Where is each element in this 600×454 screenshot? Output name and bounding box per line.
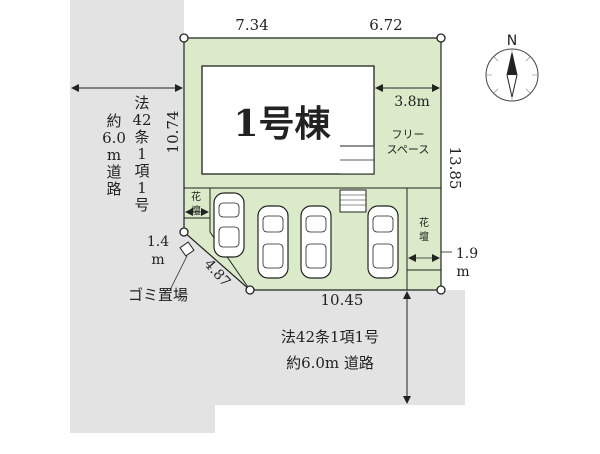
dim-flowerbed-right-1: 1.9: [456, 246, 478, 262]
dim-flowerbed-left-2: m: [151, 252, 164, 268]
building-label: 1号棟: [233, 103, 331, 145]
west-road-char: 42: [132, 111, 151, 129]
west-road-char: 項: [134, 162, 149, 180]
dim-flowerbed-right-2: m: [456, 264, 469, 280]
stairs: [339, 189, 367, 213]
free-space-label-1: フリー: [392, 128, 425, 141]
dim-bottom: 10.45: [321, 291, 364, 309]
free-space-label-2: スペース: [387, 143, 430, 156]
west-road-char: 路: [106, 180, 121, 198]
west-road-char: m: [107, 146, 121, 164]
west-road-char: 6.0: [102, 129, 126, 147]
south-road-label-2: 約6.0m 道路: [286, 354, 374, 372]
car-3: [300, 205, 332, 279]
flowerbed-left-label-1: 花: [191, 190, 201, 203]
flowerbed-right-label-1: 花: [419, 216, 429, 229]
dim-left: 10.74: [164, 111, 182, 154]
dim-top-left: 7.34: [235, 16, 268, 34]
west-road-char: 1: [137, 179, 147, 197]
west-road-char: 1: [137, 145, 147, 163]
west-road-char: 約: [106, 112, 121, 130]
west-road-char: 道: [106, 163, 121, 181]
compass-north-label: N: [507, 33, 517, 49]
dim-right: 13.85: [446, 147, 464, 190]
compass-icon: [485, 48, 539, 102]
flowerbed-left-label-2: 壇: [191, 204, 201, 217]
boundary-points: [179, 33, 446, 295]
west-road-char: 法: [134, 94, 149, 112]
car-1: [213, 192, 245, 258]
west-road-label-col1: 法 42 条 1 項 1 号: [132, 94, 151, 214]
garbage-area: [169, 241, 195, 291]
dim-free-space: 3.8m: [394, 94, 430, 110]
dim-flowerbed-left-1: 1.4: [147, 234, 169, 250]
car-2: [257, 205, 289, 279]
car-4: [367, 205, 399, 279]
garbage-label: ゴミ置場: [128, 286, 188, 304]
dim-top-right: 6.72: [369, 16, 402, 34]
west-road-char: 号: [134, 196, 149, 214]
west-road-label-col2: 約 6.0 m 道 路: [102, 112, 126, 198]
flowerbed-right-label-2: 壇: [419, 230, 429, 243]
south-road-band: [184, 290, 465, 405]
west-road-char: 条: [134, 128, 149, 146]
south-road-label-1: 法42条1項1号: [281, 328, 379, 346]
